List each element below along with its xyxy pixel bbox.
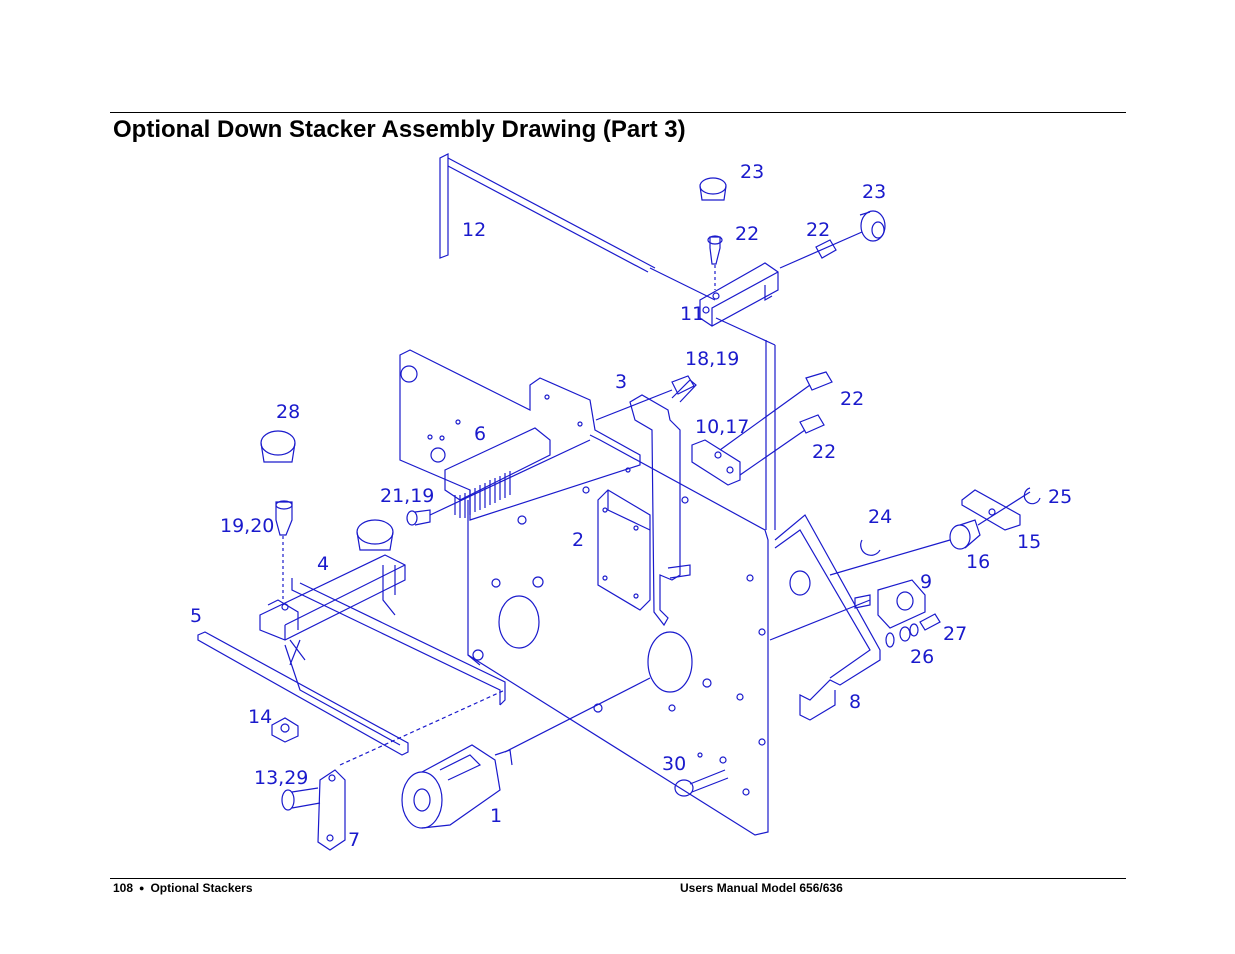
section-name: Optional Stackers (150, 881, 253, 895)
callout-30: 30 (662, 753, 686, 775)
callout-8: 8 (849, 691, 861, 713)
callout-22-right: 22 (806, 219, 830, 241)
part-3-lever (629, 379, 697, 627)
part-6-comb (444, 427, 551, 518)
part-28-knob (260, 430, 296, 600)
callout-18-19: 18,19 (685, 348, 739, 370)
callout-15: 15 (1017, 531, 1041, 553)
callout-1: 1 (490, 805, 502, 827)
bullet-icon: ● (139, 883, 145, 893)
part-2-block (597, 489, 651, 611)
part-14-nut (271, 717, 299, 743)
callout-9: 9 (920, 571, 932, 593)
callout-14: 14 (248, 706, 272, 728)
callout-23-right: 23 (862, 181, 886, 203)
part-8-frame (769, 514, 881, 721)
callout-4: 4 (317, 553, 329, 575)
part-9-plate (854, 579, 941, 648)
main-plate (467, 434, 769, 836)
callout-16: 16 (966, 551, 990, 573)
callout-23-top: 23 (740, 161, 764, 183)
callout-19-20: 19,20 (220, 515, 274, 537)
page-number: 108 (113, 881, 134, 895)
callout-3: 3 (615, 371, 627, 393)
callout-5: 5 (190, 605, 202, 627)
part-10-17-clip (691, 371, 833, 486)
callout-13-29: 13,29 (254, 767, 308, 789)
callout-21-19: 21,19 (380, 485, 434, 507)
part-4-slide (259, 519, 506, 706)
page-title: Optional Down Stacker Assembly Drawing (… (113, 116, 686, 143)
part-15-16-24-25 (829, 487, 1041, 576)
part-7-link (281, 689, 506, 851)
callout-24: 24 (868, 506, 892, 528)
part-5-bar (197, 631, 409, 756)
callout-28: 28 (276, 401, 300, 423)
callout-11: 11 (680, 303, 704, 325)
part-1-motor (401, 677, 651, 829)
part-12-rod (439, 153, 716, 301)
callout-22-top: 22 (735, 223, 759, 245)
part-21-19-screw (406, 439, 591, 526)
footer-right: Users Manual Model 656/636 (680, 881, 843, 895)
callout-27: 27 (943, 623, 967, 645)
callout-25: 25 (1048, 486, 1072, 508)
part-30-screw (674, 769, 729, 797)
callout-22-low: 22 (812, 441, 836, 463)
part-18-19-screw (595, 375, 695, 421)
callout-26: 26 (910, 646, 934, 668)
callout-2: 2 (572, 529, 584, 551)
callout-7: 7 (348, 829, 360, 851)
footer-rule (110, 878, 1126, 879)
part-23-roller-right (779, 210, 886, 269)
header-rule (110, 112, 1126, 113)
callout-12: 12 (462, 219, 486, 241)
callout-22-mid: 22 (840, 388, 864, 410)
callout-labels: 23 23 12 22 22 11 18,19 3 22 28 6 10,17 … (190, 161, 1072, 851)
footer-left: 108 ● Optional Stackers (113, 881, 253, 895)
part-11-bracket (699, 262, 779, 530)
callout-10-17: 10,17 (695, 416, 749, 438)
callout-6: 6 (474, 423, 486, 445)
part-23-knob-top (699, 177, 727, 290)
